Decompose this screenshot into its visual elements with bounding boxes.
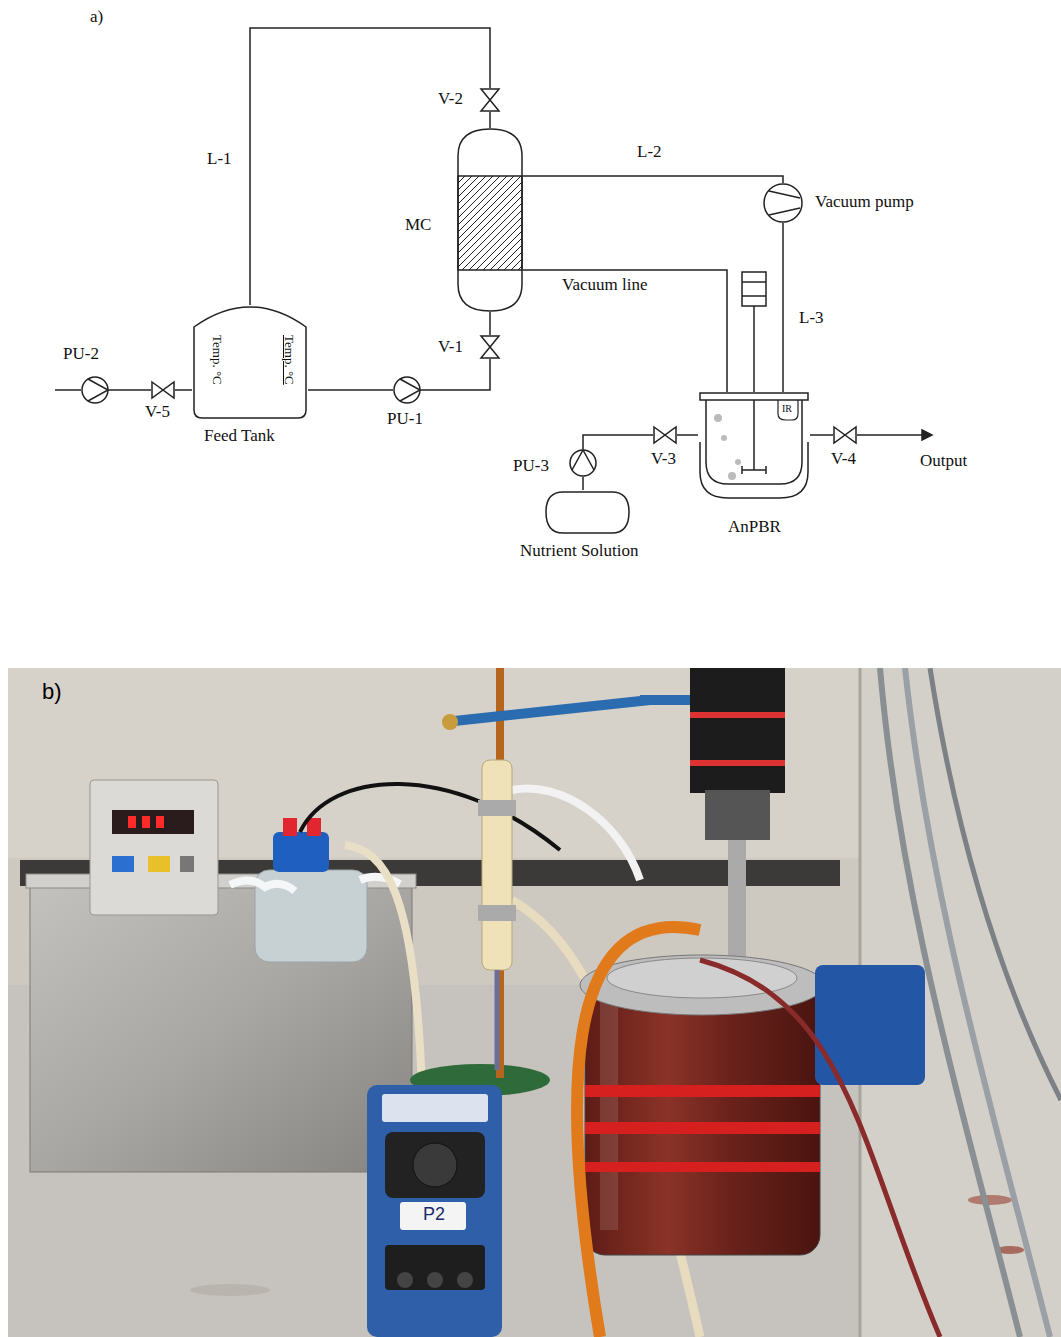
temperature-label: Temp. °C xyxy=(210,335,224,385)
pipe-line xyxy=(308,389,393,391)
reactor-vessel: AnPBRIR xyxy=(698,392,810,502)
pump-outline xyxy=(569,449,597,477)
line-label: Vacuum line xyxy=(560,276,649,295)
valve: V-4 xyxy=(833,426,857,444)
pipe-line xyxy=(782,223,784,392)
equipment-label: Vacuum pump xyxy=(815,193,914,212)
vacuum-pump: Vacuum pump xyxy=(763,183,803,223)
pipe-line xyxy=(677,434,698,436)
valve: V-1 xyxy=(480,335,500,359)
valve: V-3 xyxy=(653,426,677,444)
pipe-line xyxy=(583,435,653,449)
photo-illustration xyxy=(8,668,1061,1337)
equipment-label: Feed Tank xyxy=(204,427,275,446)
reactor-vessel-outline xyxy=(698,392,810,502)
valve-outline xyxy=(480,335,500,359)
stirrer-motor-line xyxy=(742,281,766,283)
valve-outline xyxy=(480,88,500,112)
equipment-label: V-5 xyxy=(145,403,170,422)
output-line xyxy=(857,434,922,436)
line-label: L-3 xyxy=(797,309,826,328)
equipment-label: PU-2 xyxy=(63,345,99,364)
membrane-column-outline xyxy=(457,128,523,312)
pump: PU-3 xyxy=(569,449,597,477)
line-label: L-2 xyxy=(635,143,664,162)
temperature-label: Temp. °C xyxy=(282,335,296,385)
panel-letter: a) xyxy=(88,8,105,27)
pipe-line xyxy=(582,477,584,490)
valve: V-5 xyxy=(151,381,175,399)
valve-outline xyxy=(151,381,175,399)
valve-outline xyxy=(833,426,857,444)
pump-tag: P2 xyxy=(421,1205,447,1225)
pipe-line xyxy=(175,389,192,391)
pump-outline xyxy=(393,376,421,404)
feed-tank: Feed TankTemp. °CTemp. °C xyxy=(192,305,308,420)
pump-outline xyxy=(81,376,109,404)
pump: PU-2 xyxy=(81,376,109,404)
vacuum-pump-outline xyxy=(763,183,803,223)
pump: PU-1 xyxy=(393,376,421,404)
pipe-line xyxy=(109,389,151,391)
nutrient-tank-outline xyxy=(545,490,630,535)
output-arrowhead xyxy=(922,430,932,440)
panel-letter: b) xyxy=(40,680,64,704)
line-label: L-1 xyxy=(205,150,234,169)
stirrer-shaft xyxy=(753,306,755,392)
pipe-line xyxy=(250,28,490,305)
pipe-line xyxy=(489,312,491,335)
pipe-line xyxy=(489,112,491,128)
equipment-label: V-2 xyxy=(438,90,463,109)
equipment-label: IR xyxy=(782,403,792,414)
equipment-label: PU-1 xyxy=(387,410,423,429)
valve-outline xyxy=(653,426,677,444)
equipment-label: MC xyxy=(405,216,431,235)
equipment-label: Nutrient Solution xyxy=(520,542,639,561)
equipment-label: V-1 xyxy=(438,338,463,357)
nutrient-tank: Nutrient Solution xyxy=(545,490,630,535)
membrane-column: MC xyxy=(457,128,523,312)
equipment-label: V-4 xyxy=(831,450,856,469)
equipment-label: AnPBR xyxy=(728,518,781,537)
stirrer-motor-line xyxy=(742,295,766,297)
equipment-label: V-3 xyxy=(651,450,676,469)
pipe-line xyxy=(523,270,727,392)
stirrer-motor xyxy=(742,272,766,306)
inlet-line xyxy=(55,389,81,391)
equipment-label: PU-3 xyxy=(513,457,549,476)
pipe-line xyxy=(523,176,783,183)
output-label: Output xyxy=(918,452,969,471)
pipe-line xyxy=(810,434,833,436)
valve: V-2 xyxy=(480,88,500,112)
pipe-line xyxy=(421,359,490,390)
